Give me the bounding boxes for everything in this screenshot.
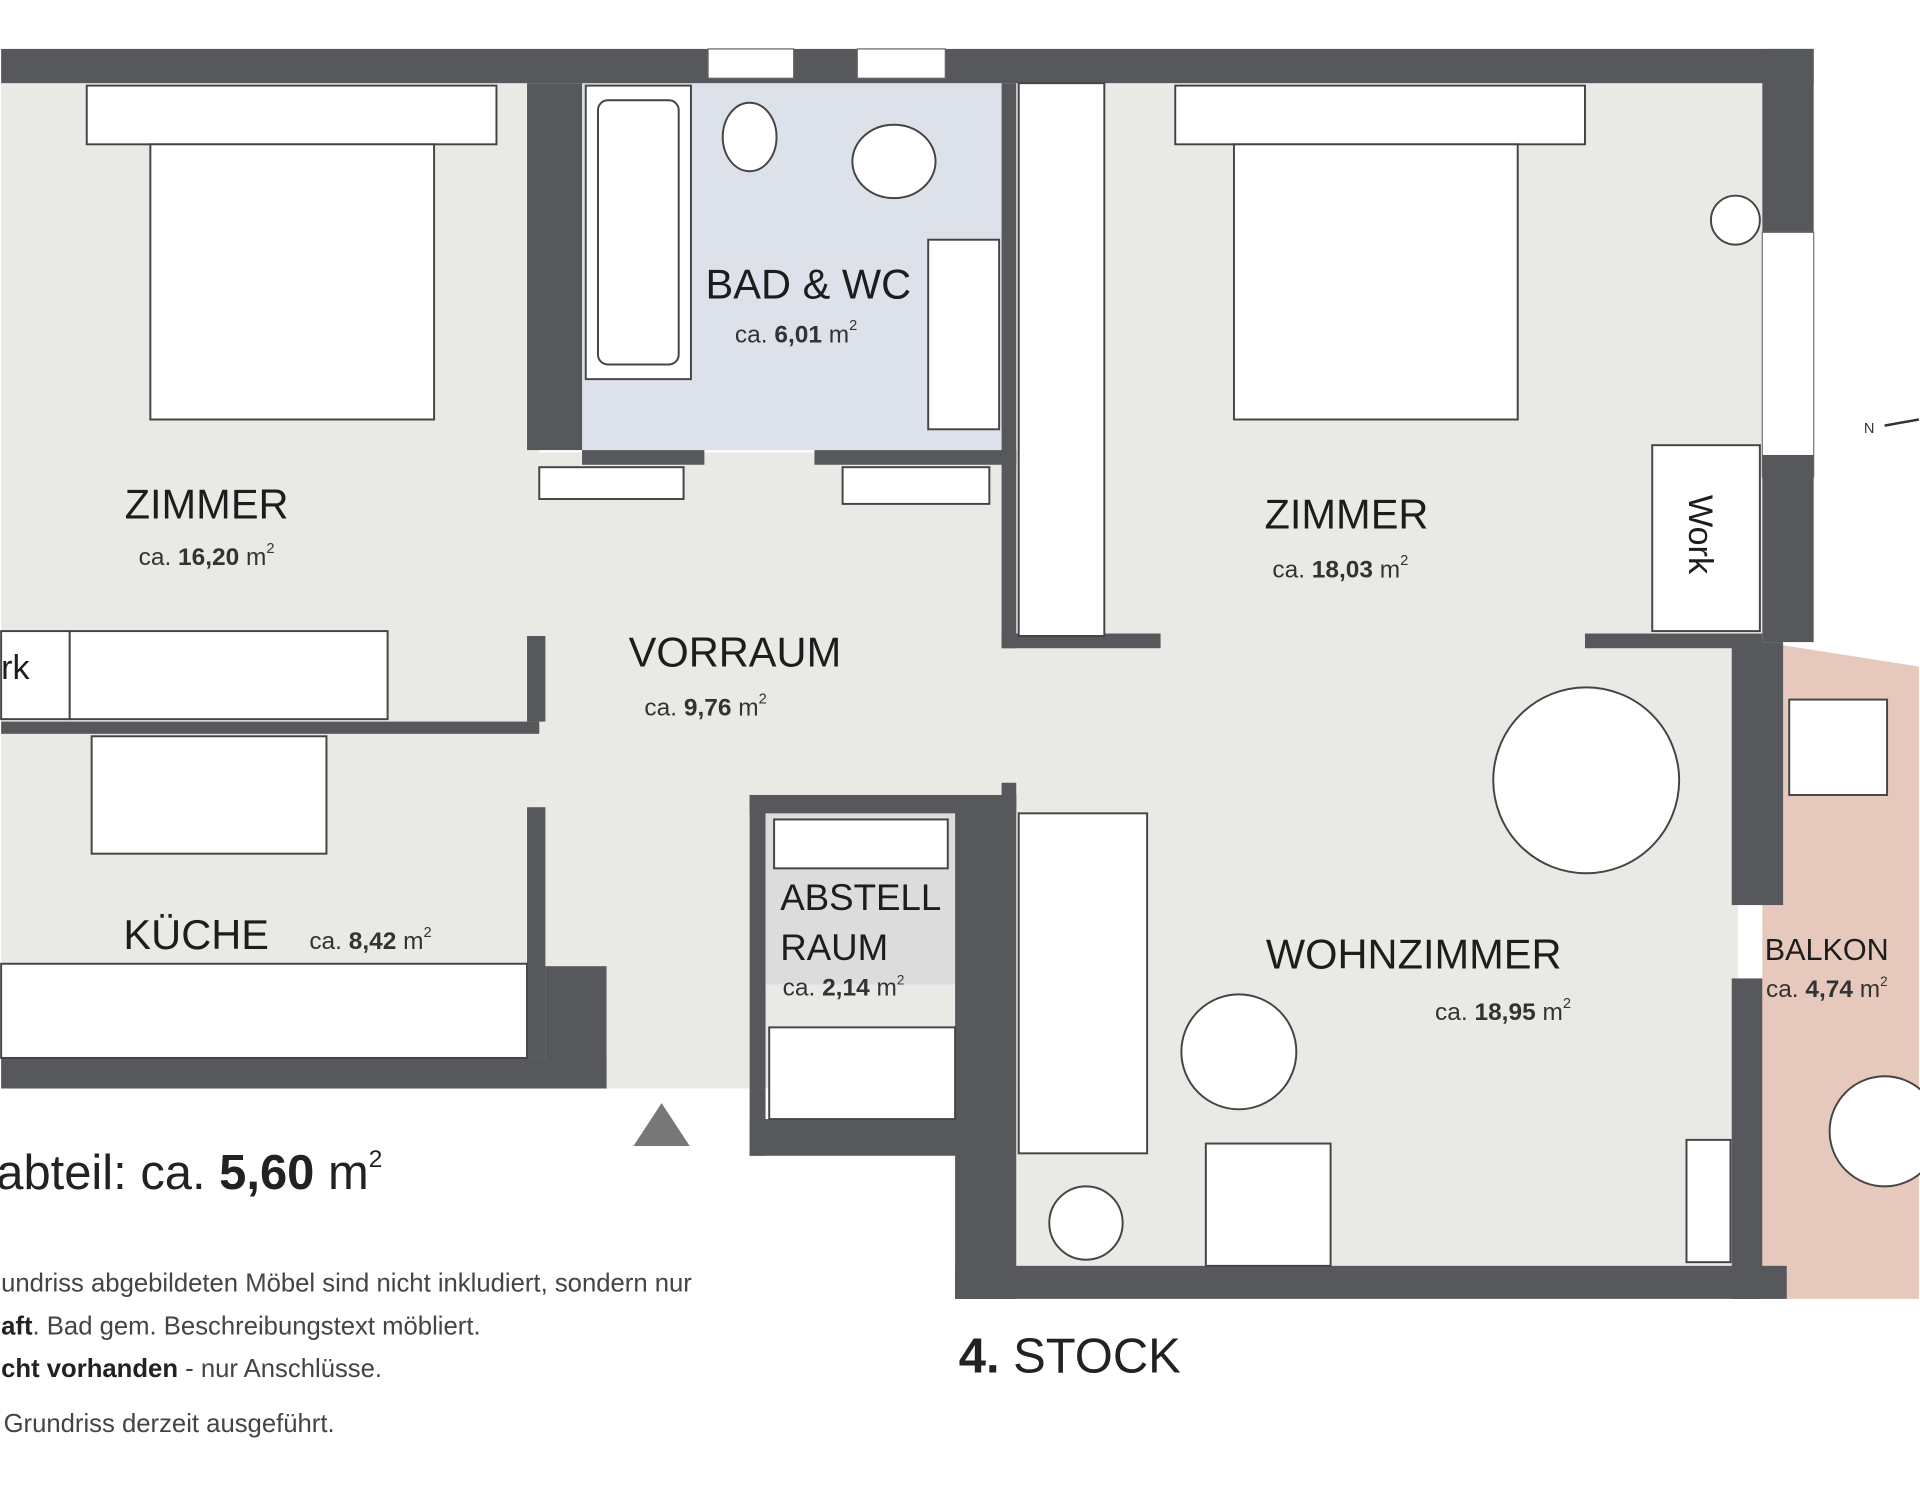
room-area-zimmer-left: ca. 16,20 m2 xyxy=(139,541,275,571)
room-labels: ZIMMER ca. 16,20 m2 BAD & WC ca. 6,01 m2… xyxy=(1,260,1889,1026)
room-area-bad: ca. 6,01 m2 xyxy=(735,318,857,348)
room-name-balkon: BALKON xyxy=(1765,933,1889,967)
walls xyxy=(1,48,1815,1299)
room-name-bad: BAD & WC xyxy=(706,260,912,307)
cellar-area: abteil: ca. 5,60 m2 xyxy=(0,1146,382,1200)
floor-label: 4. STOCK xyxy=(959,1329,1181,1383)
entrance-arrow-icon xyxy=(633,1103,690,1146)
furniture: N xyxy=(0,82,1920,1267)
room-name-zimmer-left: ZIMMER xyxy=(125,481,289,528)
room-area-kueche: ca. 8,42 m2 xyxy=(309,925,431,955)
room-name-zimmer-right: ZIMMER xyxy=(1264,490,1428,537)
room-name-kueche: KÜCHE xyxy=(123,911,269,958)
room-area-abstellraum: ca. 2,14 m2 xyxy=(783,973,905,1002)
svg-text:aft. Bad gem. Beschreibungstex: aft. Bad gem. Beschreibungstext möbliert… xyxy=(1,1312,480,1340)
compass-icon: N xyxy=(1864,418,1920,437)
work-label-right: Work xyxy=(1681,495,1719,575)
work-label-left: rk xyxy=(1,649,30,687)
room-area-vorraum: ca. 9,76 m2 xyxy=(644,691,766,721)
room-area-zimmer-right: ca. 18,03 m2 xyxy=(1272,553,1408,583)
svg-text:Grundriss derzeit ausgeführt.: Grundriss derzeit ausgeführt. xyxy=(4,1410,335,1438)
room-name-abstellraum-1: ABSTELL xyxy=(780,877,941,918)
svg-text:undriss abgebildeten Möbel sin: undriss abgebildeten Möbel sind nicht in… xyxy=(1,1270,692,1298)
svg-text:N: N xyxy=(1864,421,1875,437)
room-name-vorraum: VORRAUM xyxy=(629,629,842,676)
room-area-wohnzimmer: ca. 18,95 m2 xyxy=(1435,996,1571,1026)
room-name-abstellraum-2: RAUM xyxy=(780,927,888,968)
svg-text:cht vorhanden - nur Anschlüsse: cht vorhanden - nur Anschlüsse. xyxy=(1,1355,382,1383)
room-name-wohnzimmer: WOHNZIMMER xyxy=(1266,931,1562,978)
room-area-balkon: ca. 4,74 m2 xyxy=(1766,974,1888,1003)
notes: undriss abgebildeten Möbel sind nicht in… xyxy=(1,1270,692,1439)
